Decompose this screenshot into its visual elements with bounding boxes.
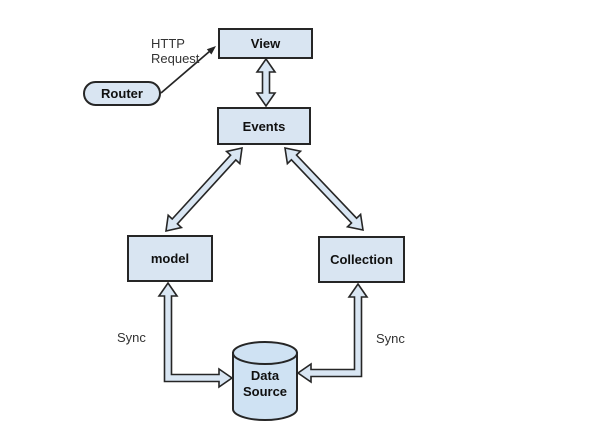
events-model-double-arrow xyxy=(165,146,243,233)
events-collection-double-arrow xyxy=(284,146,364,232)
node-collection-label: Collection xyxy=(330,252,393,267)
edge-label-sync-right: Sync xyxy=(376,331,405,346)
node-model: model xyxy=(127,235,213,282)
router-to-view-arrow-line xyxy=(160,50,211,94)
node-view-label: View xyxy=(250,36,281,51)
node-router: Router xyxy=(83,81,161,106)
node-data-source-label: Data Source xyxy=(242,368,288,399)
node-events-label: Events xyxy=(242,118,286,134)
data-source-cylinder-top xyxy=(232,341,298,365)
edge-label-sync-left: Sync xyxy=(117,330,146,345)
model-datasource-double-arrow xyxy=(157,281,234,389)
node-view: View xyxy=(218,28,313,59)
view-events-double-arrow xyxy=(255,57,277,108)
node-model-label: model xyxy=(150,251,190,266)
router-to-view-arrowhead xyxy=(206,46,216,55)
node-events: Events xyxy=(217,107,311,145)
node-router-label: Router xyxy=(101,86,143,101)
edge-label-http-request: HTTP Request xyxy=(151,36,200,66)
node-collection: Collection xyxy=(318,236,405,283)
data-source-cylinder-body xyxy=(232,352,298,421)
collection-datasource-double-arrow xyxy=(296,282,369,384)
